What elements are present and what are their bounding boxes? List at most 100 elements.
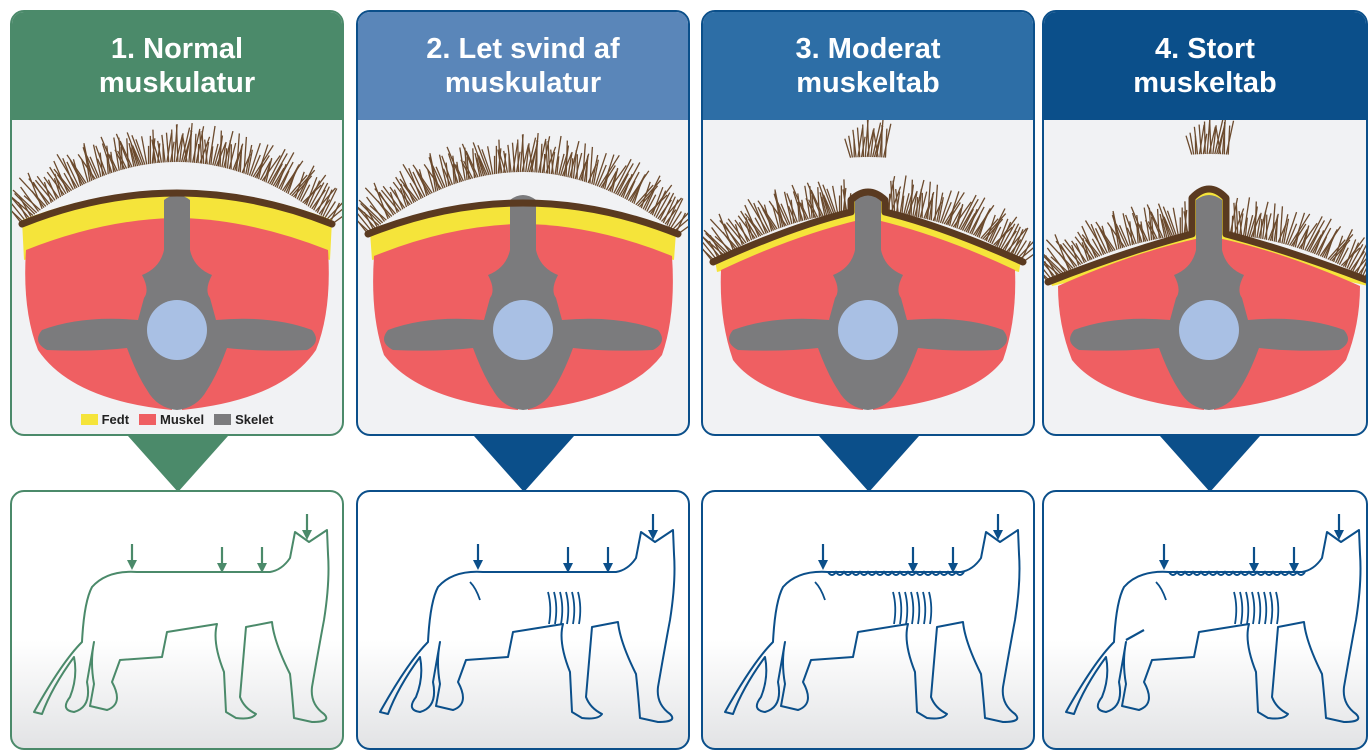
- rib-line: [572, 592, 574, 624]
- fur-strand: [374, 183, 388, 219]
- fur-strand: [142, 136, 147, 164]
- spinal-canal: [1179, 300, 1239, 360]
- panel-header: 1. Normal muskulatur: [12, 12, 342, 120]
- fur-strand: [833, 186, 838, 214]
- rib-line: [1234, 592, 1236, 624]
- fur-strand: [917, 197, 918, 217]
- fur-strand: [220, 131, 221, 167]
- fur-strand: [867, 120, 868, 157]
- rib-line: [1276, 592, 1278, 624]
- rib-line: [929, 592, 931, 624]
- cat-illustration: [358, 492, 688, 748]
- fur-strand: [935, 185, 937, 222]
- fur-strand: [418, 174, 430, 194]
- fur-strand: [1261, 219, 1262, 239]
- hip-line: [815, 582, 825, 600]
- cross-section-illustration: [358, 120, 688, 430]
- fur-strand: [194, 134, 195, 163]
- cross-section-illustration: [703, 120, 1033, 430]
- rib-line: [554, 592, 556, 624]
- rib-line: [1246, 592, 1248, 624]
- rib-line: [905, 592, 907, 624]
- rib-line: [548, 592, 550, 624]
- cross-section-card: 2. Let svind af muskulatur: [356, 10, 690, 436]
- fur-strand: [198, 144, 199, 163]
- hip-line: [1156, 582, 1166, 600]
- fur-strand: [911, 180, 912, 216]
- legend-bone-label: Skelet: [235, 412, 273, 427]
- legend-fat-label: Fedt: [102, 412, 129, 427]
- panel-header: 2. Let svind af muskulatur: [358, 12, 688, 120]
- fur-strand: [12, 194, 33, 215]
- panel-header: 4. Stort muskeltab: [1044, 12, 1366, 120]
- panel-1: 1. Normal muskulatur Fedt Muskel: [10, 0, 348, 751]
- fur-strand: [202, 131, 203, 164]
- fur-strand: [544, 154, 545, 173]
- legend-item-muscle: Muskel: [139, 412, 204, 427]
- fur-strand: [957, 204, 963, 228]
- cat-outline: [1066, 530, 1361, 722]
- spinal-canal: [838, 300, 898, 360]
- rib-line: [1252, 592, 1254, 624]
- cat-illustration: [1044, 492, 1368, 748]
- cat-outline: [725, 530, 1020, 722]
- fur-strand: [244, 137, 246, 174]
- fur-strand: [176, 125, 177, 162]
- fur-strand: [863, 124, 864, 157]
- cat-silhouette-card: [356, 490, 690, 750]
- cat-illustration: [12, 492, 342, 748]
- rib-line: [1264, 592, 1266, 624]
- legend-item-bone: Skelet: [214, 412, 273, 427]
- fur-strand: [522, 135, 523, 172]
- muscle-swatch-icon: [139, 414, 156, 425]
- arrow-head-icon: [473, 560, 483, 570]
- rib-line: [560, 592, 562, 624]
- fur-strand: [566, 141, 567, 177]
- legend-item-fat: Fedt: [81, 412, 129, 427]
- rib-line: [1270, 592, 1272, 624]
- panel-title: 1. Normal muskulatur: [89, 32, 265, 100]
- fur-strand: [518, 139, 519, 172]
- panel-header: 3. Moderat muskeltab: [703, 12, 1033, 120]
- rib-line: [578, 592, 580, 624]
- cross-section-card: 1. Normal muskulatur Fedt Muskel: [10, 10, 344, 436]
- cross-section-card: 4. Stort muskeltab: [1042, 10, 1368, 436]
- fur-strand: [172, 129, 173, 162]
- pointer-arrow-icon: [819, 436, 919, 492]
- panel-4: 4. Stort muskeltab: [1042, 0, 1368, 751]
- rib-line: [566, 592, 568, 624]
- fur-strand: [758, 201, 777, 229]
- cross-section-illustration: [12, 120, 342, 430]
- fur-strand: [1355, 249, 1368, 273]
- fur-strand: [1364, 261, 1368, 278]
- bone-swatch-icon: [214, 414, 231, 425]
- fur-strand: [1280, 206, 1282, 243]
- panel-3: 3. Moderat muskeltab: [701, 0, 1039, 751]
- fur-strand: [590, 147, 592, 184]
- spinal-canal: [147, 300, 207, 360]
- cross-section-card: 3. Moderat muskeltab: [701, 10, 1035, 436]
- legend-muscle-label: Muskel: [160, 412, 204, 427]
- legend: Fedt Muskel Skelet: [12, 412, 342, 427]
- fur-strand: [1255, 201, 1256, 237]
- fur-strand: [540, 144, 541, 173]
- fur-strand: [893, 181, 894, 214]
- rib-line: [911, 592, 913, 624]
- arrow-head-icon: [1159, 560, 1169, 570]
- panel-title: 3. Moderat muskeltab: [785, 32, 950, 100]
- fur-strand: [1228, 126, 1229, 155]
- fur-strand: [885, 129, 886, 158]
- fur-strand: [1205, 121, 1206, 154]
- panel-title: 2. Let svind af muskulatur: [416, 32, 629, 100]
- fur-strand: [226, 148, 227, 168]
- cross-section-illustration: [1044, 120, 1368, 430]
- arrow-head-icon: [127, 560, 137, 570]
- fur-strand: [1055, 234, 1069, 270]
- fur-strand: [266, 158, 272, 182]
- fur-strand: [548, 141, 549, 174]
- fur-strand: [488, 146, 493, 174]
- rib-line: [917, 592, 919, 624]
- rib-line: [893, 592, 895, 624]
- fur-strand: [1173, 208, 1178, 236]
- fur-strand: [1236, 203, 1237, 236]
